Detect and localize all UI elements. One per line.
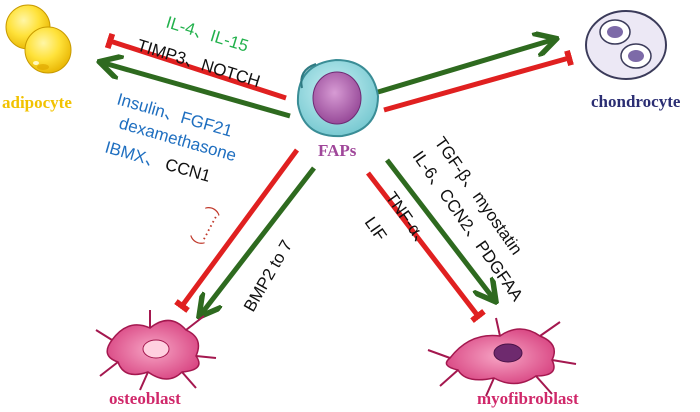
adipocyte-promote-arrow [104,63,291,119]
factor-ccn1: CCN1 [163,155,213,186]
adipocyte-inhibit-line [104,32,287,101]
myofibroblast-inhibit-line [366,171,486,323]
adipocyte-icon [5,4,72,74]
chondrocyte-icon [585,10,667,80]
faps-label: FAPs [318,141,357,160]
myofibroblast-icon [427,317,577,397]
osteoblast-label: osteoblast [109,389,181,408]
osteoblast-inhibit-line [174,148,300,313]
factor-bmp2-to-7: BMP2 to 7 [240,237,296,315]
faps-cell-icon [296,58,380,138]
factor-tnf-alpha: TNF-α、 [382,188,435,253]
chondrocyte-label: chondrocyte [591,92,681,111]
osteoblast-promote-arrow [202,166,316,313]
chondrocyte-promote-arrow [377,40,552,95]
adipocyte-label: adipocyte [2,93,72,112]
chondrocyte-inhibit-line [383,49,574,113]
osteoblast-icon [95,310,217,391]
myofibroblast-label: myofibroblast [477,389,579,408]
factor-lif: LIF [361,213,391,244]
myofibroblast-promote-arrow [385,158,493,298]
